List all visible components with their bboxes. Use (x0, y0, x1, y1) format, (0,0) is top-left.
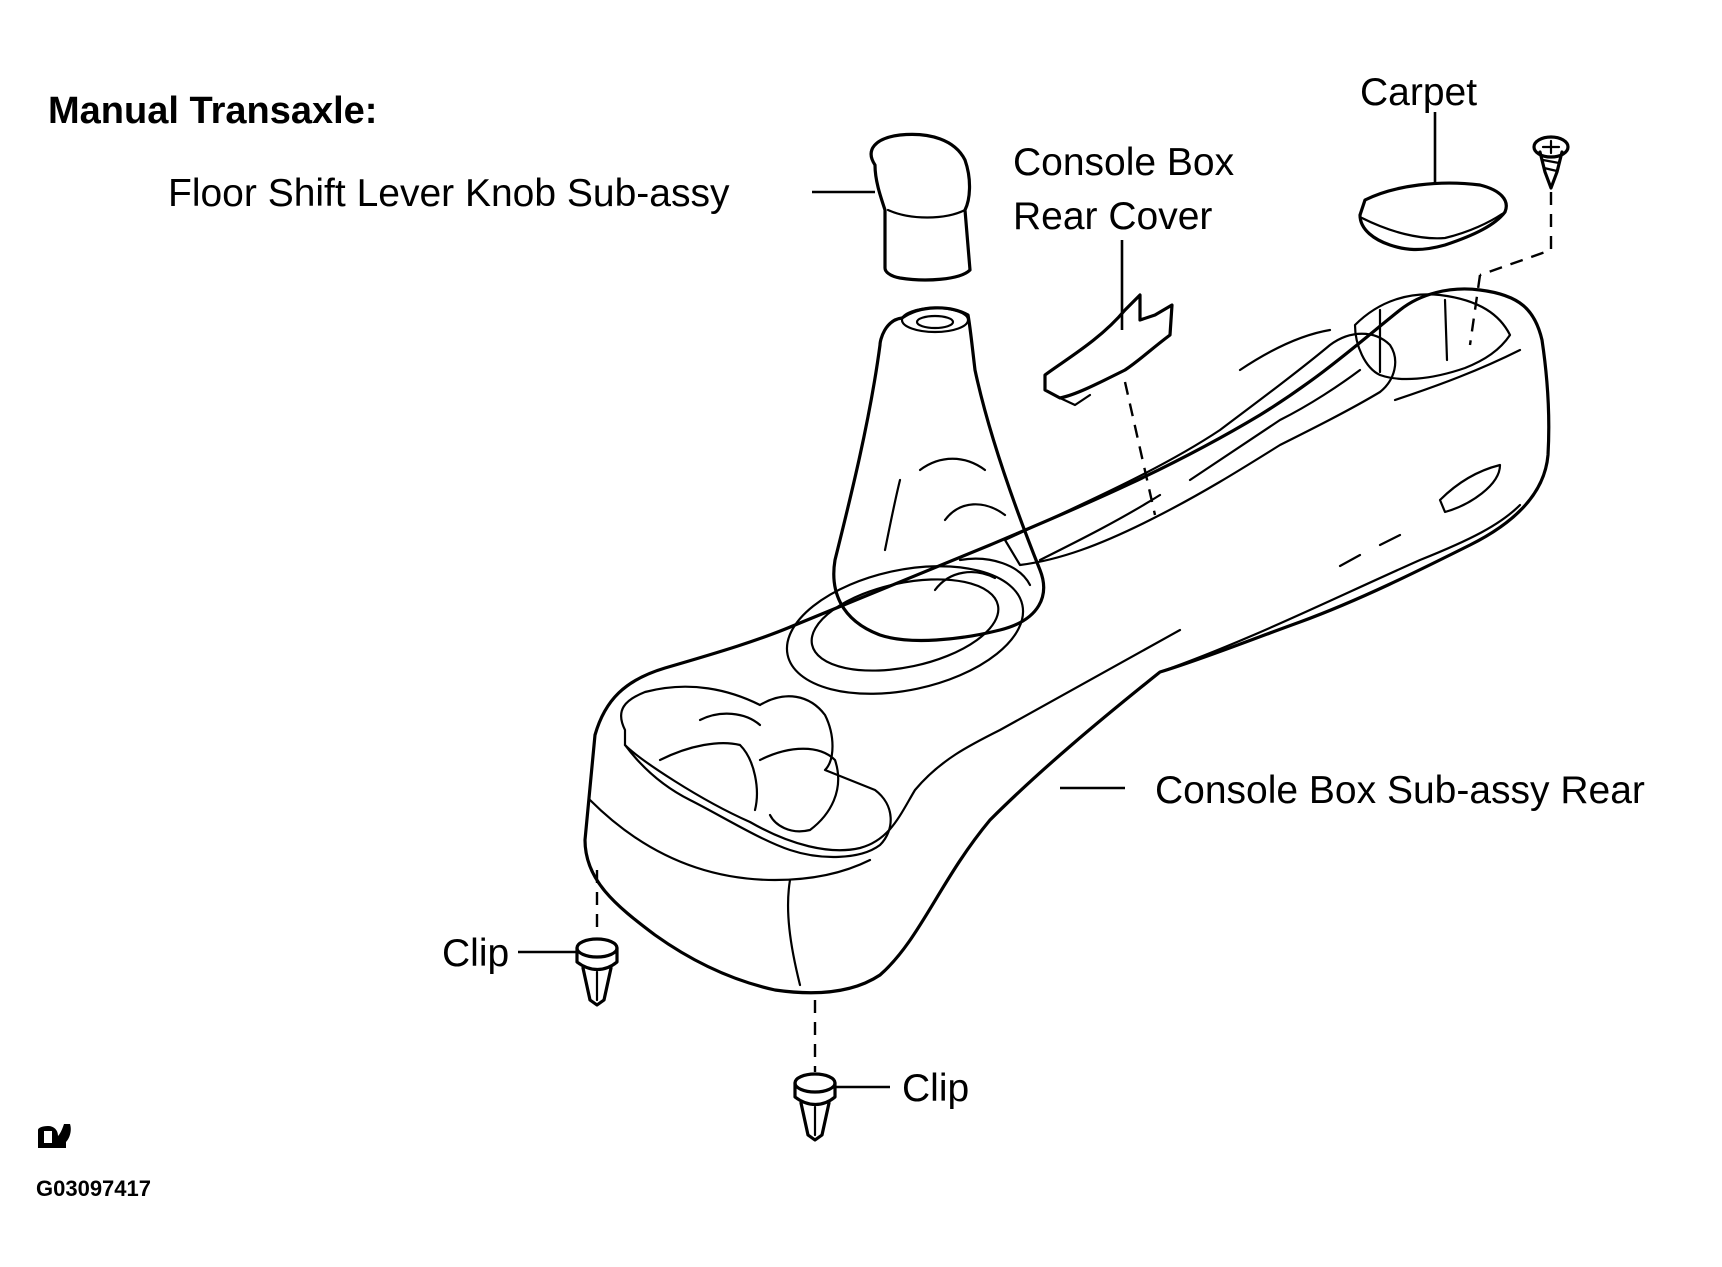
manual-symbol-icon (38, 1124, 71, 1148)
label-carpet: Carpet (1360, 71, 1477, 114)
clip-bottom (793, 1072, 837, 1142)
label-console-box-rear-cover-line1: Console Box (1013, 141, 1235, 184)
label-clip-bottom: Clip (902, 1067, 969, 1110)
screw-icon (1532, 135, 1570, 190)
label-clip-left: Clip (442, 932, 509, 975)
console-box-rear-cover (1043, 293, 1174, 407)
shift-boot (832, 306, 1046, 643)
label-floor-shift-lever-knob: Floor Shift Lever Knob Sub-assy (168, 172, 730, 215)
console-box-sub-assy-rear (583, 287, 1551, 995)
clip-left (575, 937, 619, 1007)
shift-knob (869, 132, 972, 282)
carpet-pad (1358, 181, 1508, 252)
diagram-heading: Manual Transaxle: (48, 90, 377, 132)
label-console-box-rear-cover-line2: Rear Cover (1013, 195, 1212, 238)
leader-lines (518, 112, 1437, 1089)
figure-code: G03097417 (36, 1176, 151, 1201)
label-console-box-sub-assy-rear: Console Box Sub-assy Rear (1155, 769, 1645, 812)
alignment-lines (595, 192, 1553, 1072)
